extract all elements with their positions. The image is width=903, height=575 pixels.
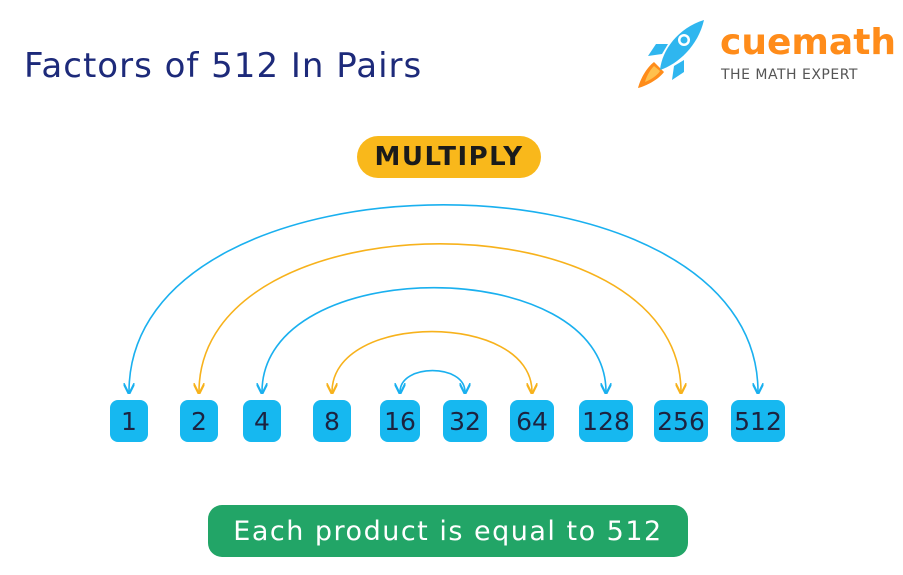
factor-box-2: 2 <box>180 400 218 442</box>
cuemath-logo: cuemath THE MATH EXPERT <box>632 14 897 94</box>
factor-box-1: 1 <box>110 400 148 442</box>
pair-arc-1-512 <box>129 204 758 392</box>
factor-box-8: 8 <box>313 400 351 442</box>
factor-box-512: 512 <box>731 400 785 442</box>
factor-box-32: 32 <box>443 400 487 442</box>
multiply-badge: MULTIPLY <box>357 136 541 178</box>
pair-arc-4-128 <box>262 287 606 392</box>
page-title: Factors of 512 In Pairs <box>24 46 423 86</box>
pair-arc-2-256 <box>199 243 681 392</box>
brand-tagline: THE MATH EXPERT <box>721 67 858 83</box>
product-statement: Each product is equal to 512 <box>208 505 688 557</box>
factor-box-16: 16 <box>380 400 420 442</box>
pair-arc-16-32 <box>400 369 465 392</box>
rocket-icon <box>638 20 704 88</box>
factor-box-256: 256 <box>654 400 708 442</box>
factor-box-128: 128 <box>579 400 633 442</box>
factor-box-64: 64 <box>510 400 554 442</box>
factor-box-4: 4 <box>243 400 281 442</box>
pair-arc-8-64 <box>332 330 532 392</box>
brand-name: cuemath <box>720 22 897 63</box>
